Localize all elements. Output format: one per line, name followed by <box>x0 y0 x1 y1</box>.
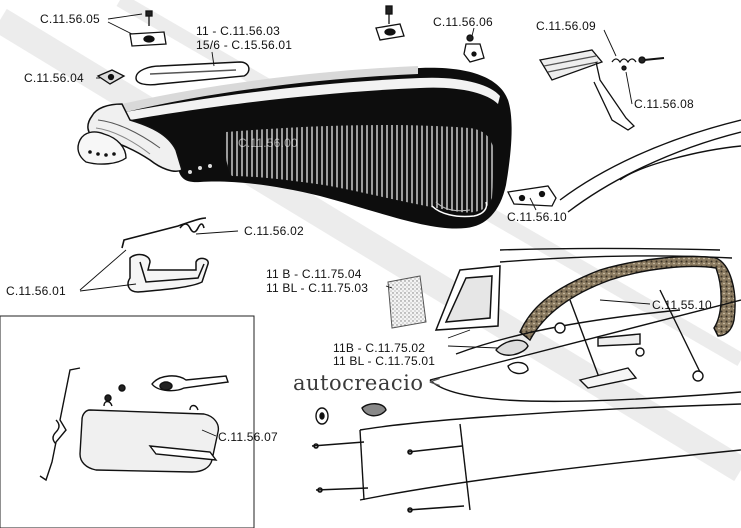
label-c115602: C.11.56.02 <box>244 224 304 238</box>
label-c115610: C.11.56.10 <box>507 210 567 224</box>
label-c117502: 11B - C.11.75.02 <box>333 341 426 355</box>
watermark-text: autocreacio <box>293 371 424 395</box>
label-c155601: 15/6 - C.15.56.01 <box>196 38 293 52</box>
label-c115510: C.11.55.10 <box>652 298 712 312</box>
part-filter-pad <box>387 275 427 329</box>
inset-deflector-parts <box>39 367 229 482</box>
label-c117503: 11 BL - C.11.75.03 <box>266 281 369 295</box>
label-c117501: 11 BL - C.11.75.01 <box>333 354 436 368</box>
label-c115607: C.11.56.07 <box>218 430 278 444</box>
label-c115605: C.11.56.05 <box>40 12 100 26</box>
inset-frame <box>0 315 255 528</box>
part-tube <box>135 61 250 86</box>
part-top-clip <box>375 5 405 41</box>
label-c115609: C.11.56.09 <box>536 19 596 33</box>
part-clamp-screw <box>129 10 167 47</box>
part-handle <box>127 253 209 293</box>
label-c117504: 11 B - C.11.75.04 <box>266 267 362 281</box>
studs <box>311 441 465 513</box>
watermark-arrow: < <box>428 372 442 391</box>
label-c115606: C.11.56.06 <box>433 15 493 29</box>
part-hinge-assembly <box>538 49 665 131</box>
label-c115600-overlay: C.11.56.00 <box>238 136 298 150</box>
car-body-section <box>311 119 741 513</box>
label-c115603: 11 - C.11.56.03 <box>196 24 280 38</box>
part-mount-bracket <box>507 185 557 207</box>
label-c115601: C.11.56.01 <box>6 284 66 298</box>
leader-lines <box>79 13 651 437</box>
part-filter-frame <box>434 265 501 331</box>
part-spring <box>121 217 207 249</box>
part-nut <box>96 69 126 85</box>
heater-hood <box>77 66 512 229</box>
label-c115604: C.11.56.04 <box>24 71 84 85</box>
label-c115608: C.11.56.08 <box>634 97 694 111</box>
part-small-bracket <box>463 34 485 63</box>
